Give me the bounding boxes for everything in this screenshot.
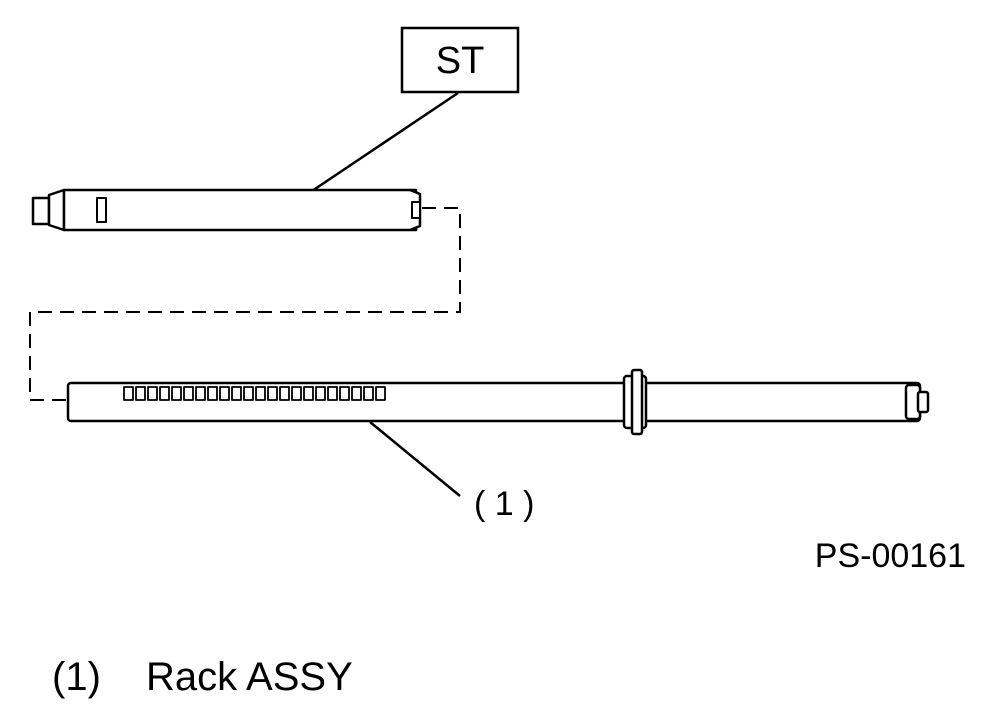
- st-leader-line: [311, 91, 459, 193]
- st-label-box: ST: [400, 26, 520, 94]
- special-tool: [31, 188, 422, 232]
- legend-text: Rack ASSY: [146, 655, 353, 699]
- rack-callout-number: ( 1 ): [474, 485, 534, 523]
- rack-assy: [66, 368, 930, 436]
- dashed-connection-line: [29, 207, 461, 401]
- figure-code: PS-00161: [815, 537, 966, 575]
- st-label: ST: [436, 40, 485, 82]
- rack-teeth: [123, 386, 386, 401]
- rack-leader-line: [369, 421, 461, 497]
- legend-number: (1): [52, 655, 101, 699]
